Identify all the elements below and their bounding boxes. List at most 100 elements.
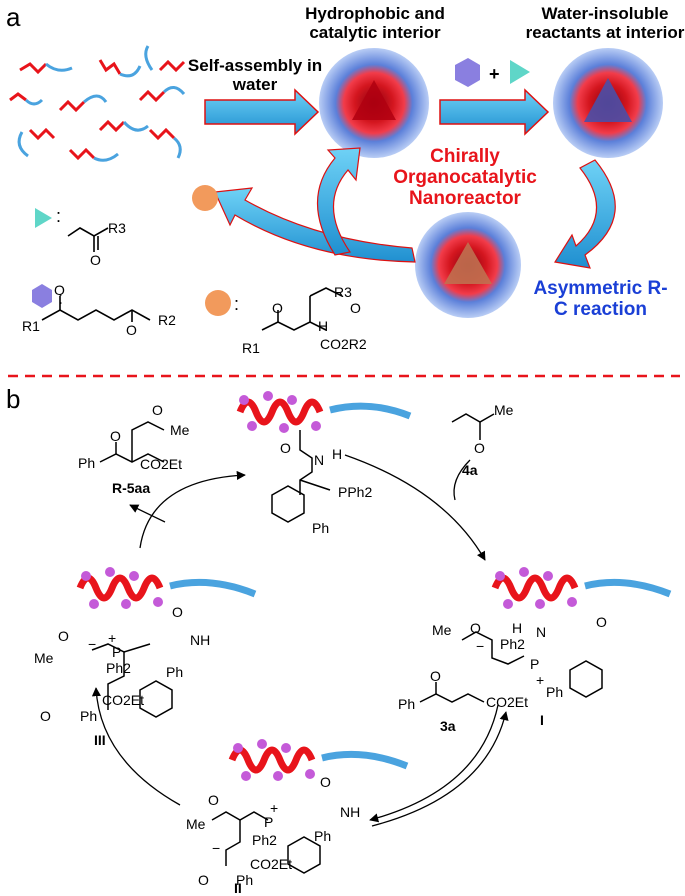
p-beads [81, 391, 577, 781]
enone-3a-skeleton [419, 682, 485, 703]
int-III-ph2: Ph2 [106, 660, 131, 676]
r3-label-a2: R3 [334, 284, 352, 300]
free-polymer-chains [9, 45, 186, 162]
int-III-me: Me [34, 650, 54, 666]
product-o2: O [110, 428, 121, 444]
int-II-o2: O [320, 774, 331, 790]
reactant-4a-label: 4a [462, 462, 478, 478]
catalyst-helix-I [491, 574, 672, 602]
o-label-a1: O [90, 252, 101, 268]
intermediate-III-skeleton [91, 643, 173, 718]
michael-adduct-structure [261, 287, 343, 331]
int-II-ph3: Ph [236, 872, 254, 888]
int-II-me: Me [186, 816, 206, 832]
int-II-o3: O [198, 872, 209, 888]
header-reactants: Water-insoluble reactants at interior [525, 4, 685, 42]
int-III-o2: O [172, 604, 183, 620]
int-II-p: P [264, 814, 274, 830]
micelle-reacting [415, 212, 521, 318]
catalyst-ph: Ph [312, 520, 330, 536]
self-assembly-arrow [204, 88, 320, 136]
int-III-minus: − [88, 636, 97, 652]
catalyst-nh: N [314, 452, 325, 468]
panel-b-label: b [6, 384, 21, 414]
r1-label-a2: R1 [242, 340, 260, 356]
enone-icon [455, 58, 480, 87]
catalyst-helix-top [236, 398, 412, 426]
int-III-o: O [58, 628, 69, 644]
self-assembly-label: Self-assembly in water [187, 56, 323, 94]
intermediate-II-skeleton [211, 811, 321, 874]
header-interior: Hydrophobic and catalytic interior [305, 4, 445, 42]
r2-label-a1: R2 [158, 312, 176, 328]
int-II-ph2: Ph2 [252, 832, 277, 848]
cycle-arrow-right [554, 159, 616, 269]
reactant-3a-ph: Ph [398, 696, 416, 712]
product-me: Me [170, 422, 190, 438]
colon-star: : [234, 294, 240, 314]
int-I-o2: O [596, 614, 607, 630]
int-I-ph2: Ph2 [500, 636, 525, 652]
int-I-me: Me [432, 622, 452, 638]
int-III-label: III [94, 732, 106, 748]
cycle-arrow-4a-in [453, 459, 471, 501]
h-label-a: H [318, 318, 329, 334]
int-II-nh: NH [340, 804, 361, 820]
product-release-arrow [129, 504, 166, 523]
product-5aa-label: R-5aa [112, 480, 151, 496]
int-I-label: I [540, 712, 544, 728]
int-I-ph: Ph [546, 684, 564, 700]
catalyst-h: H [332, 446, 343, 462]
int-II-o: O [208, 792, 219, 808]
int-I-minus: − [476, 638, 485, 654]
reaction-label: Asymmetric R-C reaction [533, 278, 668, 320]
micelle-loaded [553, 48, 663, 158]
intermediate-I-skeleton [461, 631, 603, 698]
panel-a-label: a [6, 2, 21, 32]
cycle-arrow-top-right [344, 454, 486, 561]
vinyl-ketone-4a-skeleton [451, 413, 495, 440]
product-star-icon [192, 185, 231, 316]
acrylate-icon [510, 60, 530, 84]
int-II-minus: − [212, 840, 221, 856]
int-I-h: H [512, 620, 523, 636]
catalyst-helix-III [76, 574, 257, 602]
cycle-arrow-bottom-right-back [371, 711, 509, 827]
o-label-a5: O [272, 300, 283, 316]
int-I-p: P [530, 656, 540, 672]
reactant-3a-co2et: CO2Et [486, 694, 529, 710]
int-III-ph: Ph [166, 664, 184, 680]
r1-label-a1: R1 [22, 318, 40, 334]
plus-sign: + [489, 64, 500, 84]
triangle-legend-icon [35, 208, 52, 228]
micelle-empty [319, 48, 429, 158]
cycle-arrow-up [317, 147, 361, 256]
reactant-4a-me: Me [494, 402, 514, 418]
product-o1: O [152, 402, 163, 418]
int-III-p: P [112, 644, 122, 660]
int-II-ph: Ph [314, 828, 332, 844]
product-5aa-skeleton [99, 421, 165, 463]
nanoreactor-label: Chirally Organocatalytic Nanoreactor [393, 146, 537, 209]
int-I-plus: + [536, 672, 545, 688]
int-III-nh: NH [190, 632, 211, 648]
catalyst-skeleton-top [271, 430, 331, 523]
reactant-3a-o: O [430, 668, 441, 684]
cycle-arrow-left [214, 187, 416, 263]
cycle-arrow-bottom-right [369, 704, 499, 823]
int-I-o: O [470, 620, 481, 636]
o-label-a2: O [54, 282, 65, 298]
int-II-plus: + [270, 800, 279, 816]
enone-ester-structure [41, 296, 151, 322]
catalyst-pph2: PPh2 [338, 484, 373, 500]
reactant-4a-o: O [474, 440, 485, 456]
cycle-arrow-bottom-left [91, 687, 181, 806]
int-III-co2et: CO2Et [102, 692, 145, 708]
catalyst-o: O [280, 440, 291, 456]
int-II-co2et: CO2Et [250, 856, 293, 872]
cycle-arrow-top-left [139, 470, 246, 549]
vinyl-ketone-structure [67, 227, 109, 252]
reactant-3a-label: 3a [440, 718, 456, 734]
product-co2et: CO2Et [140, 456, 183, 472]
